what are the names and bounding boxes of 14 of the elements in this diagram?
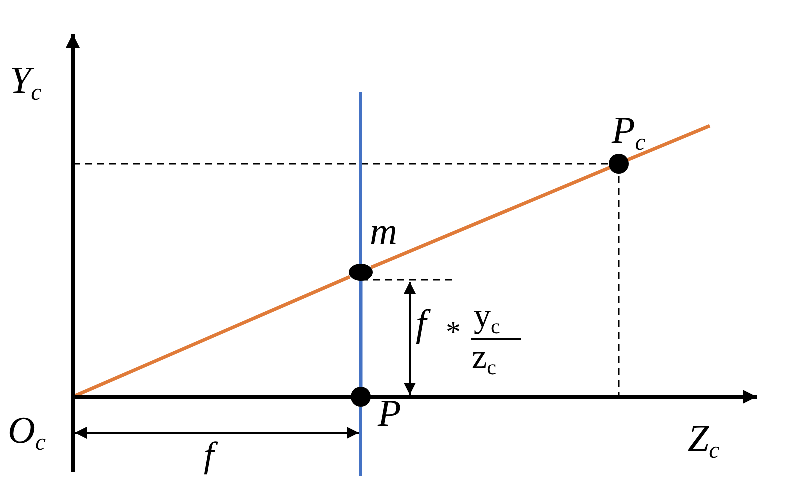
denominator: z$_{c}$ xyxy=(472,341,496,378)
projection-ray xyxy=(370,166,610,270)
multiply-sign: * xyxy=(446,318,461,348)
point-label: P xyxy=(378,395,402,433)
origin-label: O$_{c}$ xyxy=(8,412,46,456)
point-dot xyxy=(609,154,629,174)
axis-label: Z$_{c}$ xyxy=(688,420,720,464)
image-plane-line xyxy=(359,280,363,387)
point-dot xyxy=(349,264,373,280)
point-dot xyxy=(351,387,371,407)
numerator: y$_{c}$ xyxy=(474,300,500,338)
axis-label: Y$_{c}$ xyxy=(10,62,42,106)
point-label: m xyxy=(370,213,398,251)
point-label: P$_{c}$ xyxy=(612,112,646,156)
